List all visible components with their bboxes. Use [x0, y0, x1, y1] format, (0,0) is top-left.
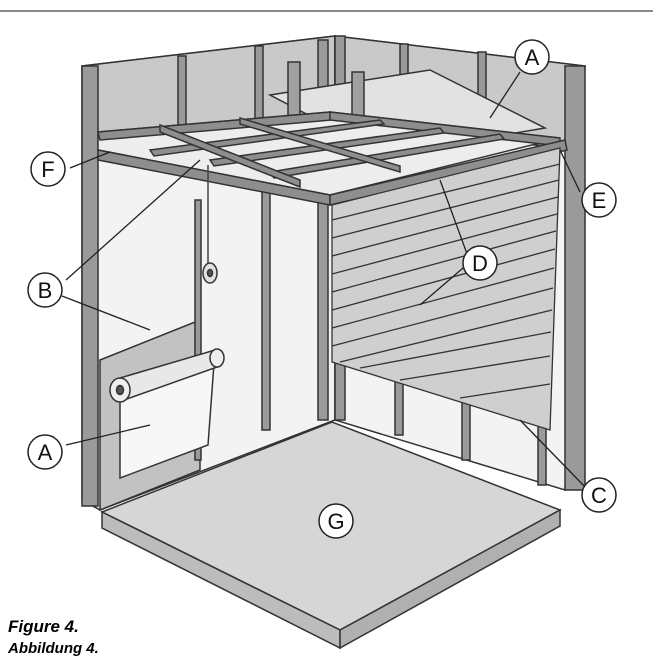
- svg-text:A: A: [525, 45, 540, 70]
- svg-text:A: A: [38, 440, 53, 465]
- svg-text:B: B: [38, 278, 53, 303]
- svg-text:G: G: [327, 509, 344, 534]
- top-rule: [0, 10, 653, 12]
- callout-a-top: A: [514, 39, 550, 75]
- leader-lines: [61, 71, 589, 491]
- callout-g: G: [318, 503, 354, 539]
- svg-text:E: E: [592, 188, 607, 213]
- callout-a-bottom: A: [27, 434, 63, 470]
- callout-d: D: [462, 245, 498, 281]
- callout-e: E: [581, 182, 617, 218]
- callout-b: B: [27, 272, 63, 308]
- callout-f: F: [30, 151, 66, 187]
- ceiling-frame: [97, 111, 568, 206]
- figure-caption-secondary: Abbildung 4.: [8, 640, 99, 657]
- figure-caption: Figure 4.: [8, 617, 79, 636]
- svg-text:F: F: [41, 157, 54, 182]
- callouts: A F E D B A C G: [27, 39, 617, 539]
- svg-text:C: C: [591, 483, 607, 508]
- insulation-roll: [109, 165, 225, 480]
- wall-panels: [331, 147, 561, 431]
- callout-c: C: [581, 477, 617, 513]
- svg-text:D: D: [472, 251, 488, 276]
